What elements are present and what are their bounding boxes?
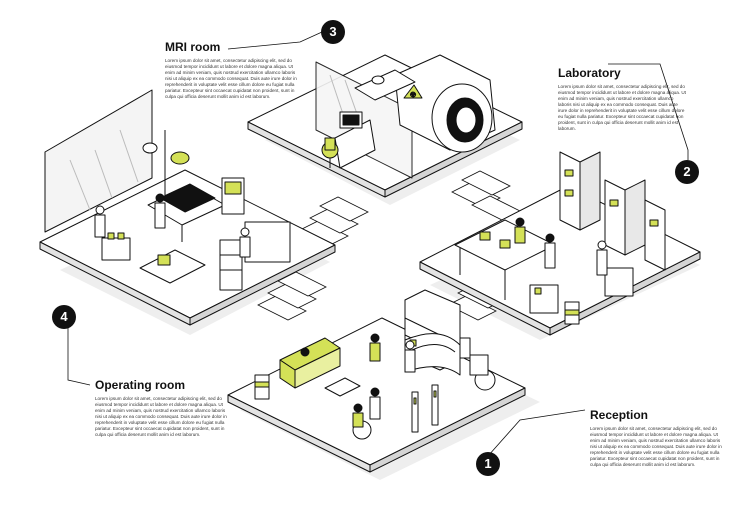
reception-title: Reception bbox=[590, 408, 649, 422]
laboratory-callout: Laboratory Lorem ipsum dolor sit amet, c… bbox=[558, 66, 686, 132]
operating-room-title: Operating room bbox=[95, 378, 186, 392]
laboratory-description: Lorem ipsum dolor sit amet, consectetur … bbox=[558, 84, 686, 131]
operating-room-description: Lorem ipsum dolor sit amet, consectetur … bbox=[95, 396, 227, 437]
mri-room: ☢ bbox=[247, 54, 523, 198]
reception-number-badge: 1 bbox=[476, 452, 500, 476]
mri-control-desk bbox=[321, 111, 376, 169]
lab-cabinets bbox=[559, 151, 666, 271]
operating-room-callout: Operating room Lorem ipsum dolor sit ame… bbox=[95, 378, 230, 438]
reception-room bbox=[227, 289, 526, 473]
mri-room-callout: MRI room Lorem ipsum dolor sit amet, con… bbox=[165, 40, 300, 100]
waiting-sofa bbox=[279, 337, 341, 389]
svg-text:☢: ☢ bbox=[410, 91, 416, 99]
reception-description: Lorem ipsum dolor sit amet, consectetur … bbox=[590, 426, 722, 467]
stairs bbox=[257, 170, 521, 321]
mri-scanner: ☢ bbox=[354, 54, 496, 153]
reception-people bbox=[300, 333, 416, 428]
staff-figures bbox=[94, 193, 251, 258]
surgery-table bbox=[142, 130, 226, 242]
laboratory-title: Laboratory bbox=[558, 66, 621, 80]
mri-room-description: Lorem ipsum dolor sit amet, consectetur … bbox=[165, 58, 297, 99]
operating-room-number-badge: 4 bbox=[52, 305, 76, 329]
callout-leader-lines bbox=[67, 31, 689, 457]
laboratory-room bbox=[419, 151, 701, 336]
mri-room-title: MRI room bbox=[165, 40, 221, 54]
laboratory-number-badge: 2 bbox=[675, 160, 699, 184]
reception-desk bbox=[404, 333, 461, 376]
mri-room-number-badge: 3 bbox=[321, 20, 345, 44]
reception-callout: Reception Lorem ipsum dolor sit amet, co… bbox=[590, 408, 725, 468]
operating-room bbox=[39, 89, 336, 326]
